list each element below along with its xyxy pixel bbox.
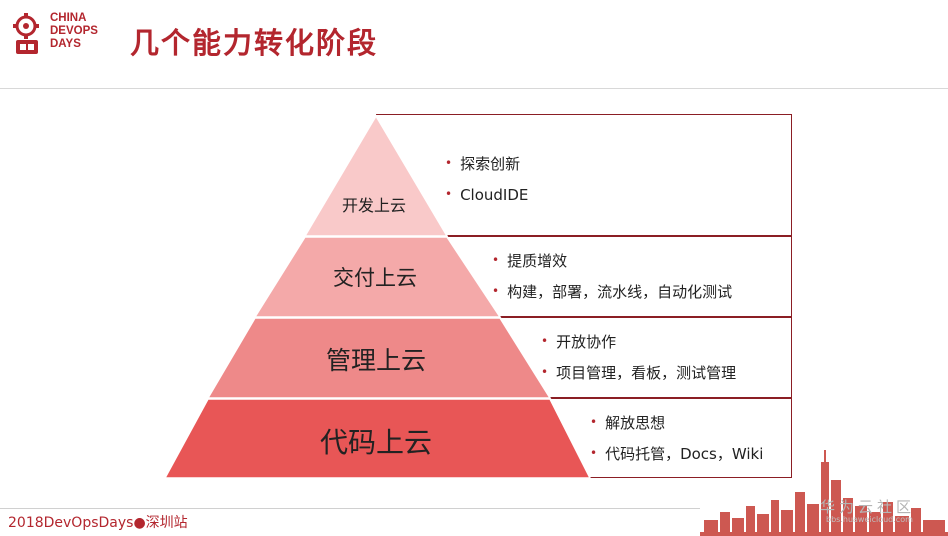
logo-text: CHINA DEVOPS DAYS bbox=[50, 12, 98, 51]
bullet-text: 项目管理，看板，测试管理 bbox=[556, 364, 737, 382]
slide-title: 几个能力转化阶段 bbox=[130, 26, 379, 60]
bullet-text: 探索创新 bbox=[460, 155, 521, 173]
level-label-4: 代码上云 bbox=[319, 426, 433, 459]
bullets-level-1: •探索创新 •CloudIDE bbox=[445, 148, 528, 210]
level-label-2: 交付上云 bbox=[333, 266, 417, 290]
watermark-name: 华为云社区 bbox=[820, 498, 916, 516]
bullet-item: •代码托管，Docs，Wiki bbox=[590, 445, 764, 463]
pyramid-level-1 bbox=[303, 114, 449, 237]
bullets-level-3: •开放协作 •项目管理，看板，测试管理 bbox=[541, 326, 736, 388]
pyramid-level-4 bbox=[163, 398, 592, 479]
level-label-1: 开发上云 bbox=[341, 196, 407, 215]
frame-level-4 bbox=[550, 398, 792, 478]
bullet-text: CloudIDE bbox=[460, 186, 529, 204]
pyramid-level-3 bbox=[206, 317, 552, 399]
bullet-item: •提质增效 bbox=[492, 252, 568, 270]
bullets-level-2: •提质增效 •构建，部署，流水线，自动化测试 bbox=[492, 245, 732, 307]
bullet-item: •项目管理，看板，测试管理 bbox=[541, 364, 737, 382]
bullet-item: •开放协作 bbox=[541, 333, 617, 351]
pyramid-level-2 bbox=[253, 236, 502, 318]
logo-line-devops: DEVOPS bbox=[50, 25, 98, 37]
bullet-text: 代码托管，Docs，Wiki bbox=[605, 445, 764, 463]
footer-event: 2018DevOpsDays●深圳站 bbox=[8, 515, 188, 531]
bullet-item: •探索创新 bbox=[445, 155, 521, 173]
city-skyline-icon bbox=[700, 450, 948, 536]
gear-logo-icon bbox=[13, 13, 39, 54]
bullet-text: 开放协作 bbox=[556, 333, 617, 351]
logo: CHINA DEVOPS DAYS bbox=[12, 10, 127, 60]
bullet-text: 解放思想 bbox=[605, 414, 666, 432]
bullet-item: •构建，部署，流水线，自动化测试 bbox=[492, 283, 733, 301]
logo-line-china: CHINA bbox=[50, 12, 87, 24]
watermark-url: bbs.huaweicloud.com bbox=[826, 515, 913, 524]
frame-level-3 bbox=[500, 317, 792, 398]
footer-divider bbox=[0, 508, 700, 509]
logo-line-days: DAYS bbox=[50, 38, 81, 50]
bullet-text: 提质增效 bbox=[507, 252, 568, 270]
frame-level-2 bbox=[447, 236, 792, 317]
frame-level-1 bbox=[376, 114, 792, 236]
bullet-item: •解放思想 bbox=[590, 414, 666, 432]
level-label-3: 管理上云 bbox=[325, 346, 427, 375]
bullets-level-4: •解放思想 •代码托管，Docs，Wiki bbox=[590, 407, 763, 469]
title-divider bbox=[0, 88, 948, 89]
bullet-item: •CloudIDE bbox=[445, 186, 529, 204]
bullet-text: 构建，部署，流水线，自动化测试 bbox=[507, 283, 733, 301]
